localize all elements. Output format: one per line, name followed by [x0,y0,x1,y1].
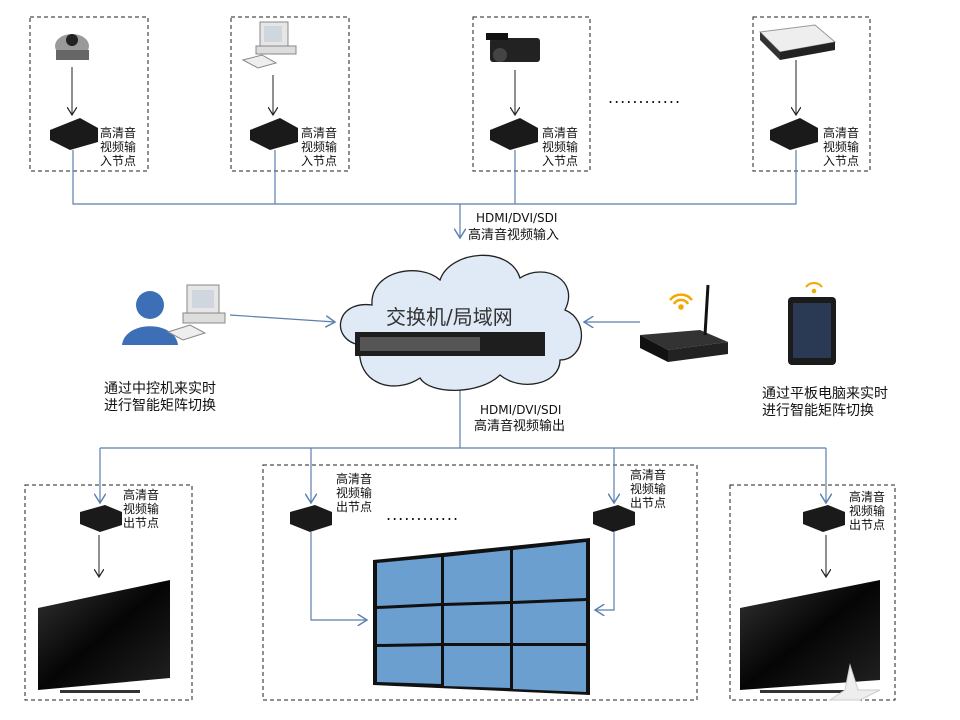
output-node-icon [593,505,635,532]
label-line: 出节点 [123,516,160,530]
label-line: 入节点 [100,154,137,168]
output-link-label: 高清音视频输出 [474,419,566,434]
label-line: 视频输 [849,504,886,518]
label-line: 高清音 [542,126,579,140]
output-box-tv-right [729,484,896,701]
left-caption: 通过中控机来实时进行智能矩阵切换 [104,381,216,415]
output-link-protocols: HDMI/DVI/SDI [480,403,562,417]
label-line: 出节点 [630,496,667,510]
input-node-icon [50,118,98,150]
video-wall-icon [373,538,590,695]
input-box-pc [230,16,350,172]
label-line: 出节点 [849,518,886,532]
wifi-icon [669,293,693,310]
label-line: 入节点 [823,154,860,168]
media-player-icon [758,24,837,60]
input-box-camera [29,16,149,172]
label-line: 高清音 [100,126,137,140]
user-icon [122,291,178,345]
output-node-icon [803,505,845,532]
link-lines [72,150,826,620]
wifi-icon [805,282,823,294]
label-line: 视频输 [630,482,667,496]
output-node-label: 高清音视频输出节点 [849,490,889,532]
label-line: 高清音 [336,472,373,486]
label-line: 出节点 [336,500,373,514]
label-line: 进行智能矩阵切换 [104,398,216,414]
watermark-star [828,663,881,701]
label-line: 高清音 [823,126,860,140]
label-line: 视频输 [301,140,338,154]
camera-icon [55,34,89,60]
right-caption: 通过平板电脑来实时进行智能矩阵切换 [762,386,888,420]
network-switch-icon [355,332,545,356]
group-boxes [24,16,896,701]
tv-left-icon [38,580,170,693]
input-node-label: 高清音视频输入节点 [301,126,341,168]
output-node-label: 高清音视频输出节点 [630,468,670,510]
more-inputs-ellipsis: ............ [608,88,682,107]
camcorder-icon [486,33,540,62]
more-outputs-ellipsis: ............ [386,505,460,524]
cloud-label: 交换机/局域网 [386,305,513,329]
output-box-videowall [262,464,698,701]
output-node-icon [80,505,122,532]
input-link-protocols: HDMI/DVI/SDI [476,211,558,225]
label-line: 高清音 [849,490,886,504]
output-node-label: 高清音视频输出节点 [336,472,376,514]
input-node-icon [770,118,818,150]
encoder-boxes [50,118,845,532]
label-line: 视频输 [123,502,160,516]
label-line: 通过中控机来实时 [104,381,216,397]
input-link-label: 高清音视频输入 [468,228,560,243]
label-line: 高清音 [301,126,338,140]
input-node-label: 高清音视频输入节点 [542,126,582,168]
network-cloud [339,254,582,392]
label-line: 高清音 [123,488,160,502]
input-node-icon [490,118,538,150]
output-box-tv-left [24,484,193,701]
label-line: 入节点 [301,154,338,168]
tablet-icon [788,297,836,365]
pc-icon [241,21,297,69]
input-node-label: 高清音视频输入节点 [823,126,863,168]
label-line: 高清音 [630,468,667,482]
input-node-icon [250,118,298,150]
wireless-router-icon [640,284,728,362]
label-line: 视频输 [336,486,373,500]
label-line: 通过平板电脑来实时 [762,386,888,402]
label-line: 视频输 [823,140,860,154]
tv-right-icon [740,580,880,693]
input-node-label: 高清音视频输入节点 [100,126,140,168]
input-box-player [752,16,871,172]
label-line: 视频输 [100,140,137,154]
label-line: 入节点 [542,154,579,168]
input-box-camcorder [472,16,591,172]
output-node-label: 高清音视频输出节点 [123,488,163,530]
label-line: 视频输 [542,140,579,154]
output-node-icon [290,505,332,532]
control-pc-icon [166,284,226,341]
label-line: 进行智能矩阵切换 [762,403,874,419]
